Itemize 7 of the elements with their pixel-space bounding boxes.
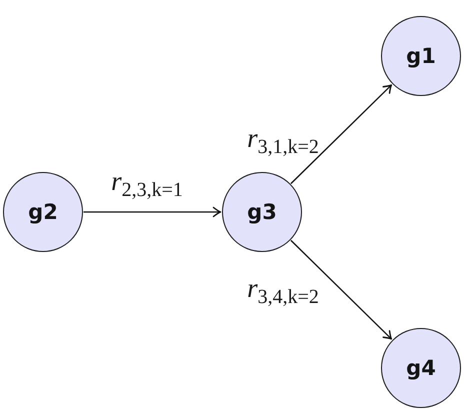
- node-label: g4: [406, 358, 436, 378]
- node-label: g2: [28, 202, 58, 222]
- edge-label: r$_{3,1,k=2}$: [247, 124, 319, 158]
- node-label: g3: [247, 202, 277, 222]
- node-label: g1: [406, 46, 436, 66]
- edge-label: r$_{3,4,k=2}$: [247, 274, 319, 308]
- edge-label: r$_{2,3,k=1}$: [111, 167, 183, 201]
